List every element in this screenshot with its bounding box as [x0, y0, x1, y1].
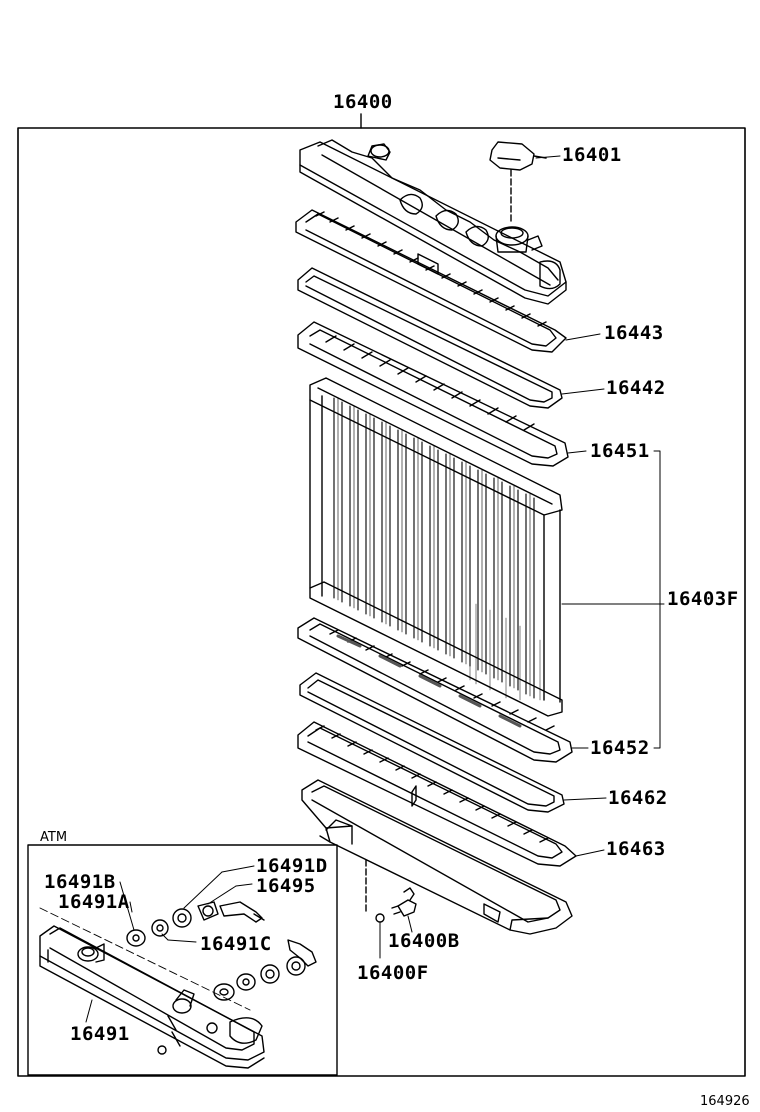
- illustration-number: 164926: [700, 1094, 750, 1109]
- upper-packing-16442: [297, 267, 563, 409]
- atm-inset: [27, 844, 338, 1076]
- upper-seal-16443: [295, 209, 567, 353]
- atm-inset-frame: [27, 844, 338, 1076]
- callout-16400F: 16400F: [357, 962, 429, 984]
- lower-packing-16462: [299, 672, 565, 813]
- callout-16442: 16442: [606, 377, 666, 399]
- callout-16401: 16401: [562, 144, 622, 166]
- assembly-frame: [17, 127, 746, 1077]
- lower-plate-16452: [297, 617, 573, 763]
- leader-lines: [535, 155, 665, 857]
- drain-plug-16400F: [365, 859, 385, 959]
- callout-16495: 16495: [256, 875, 316, 897]
- callout-16452: 16452: [590, 737, 650, 759]
- callout-16443: 16443: [604, 322, 664, 344]
- lower-tank-16463: [301, 779, 573, 935]
- callout-16491A: 16491A: [58, 891, 130, 913]
- atm-fittings-lower: [213, 939, 317, 1001]
- drain-cock-16400B: [391, 887, 417, 933]
- upper-plate-16451: [297, 321, 569, 467]
- callout-16491C: 16491C: [200, 933, 272, 955]
- callout-16491: 16491: [70, 1023, 130, 1045]
- assembly-number-label: 16400: [333, 91, 393, 113]
- atm-fittings-upper: [126, 901, 265, 947]
- callout-16451: 16451: [590, 440, 650, 462]
- callout-16400B: 16400B: [388, 930, 460, 952]
- callout-16491B: 16491B: [44, 871, 116, 893]
- callout-16463: 16463: [606, 838, 666, 860]
- callout-16491D: 16491D: [256, 855, 328, 877]
- lower-seal: [297, 721, 577, 867]
- radiator-core-16403F: [309, 377, 563, 717]
- upper-tank: [299, 139, 567, 305]
- atm-inset-title: ATM: [40, 830, 68, 845]
- radiator-cap-16401: [489, 141, 547, 223]
- callout-16462: 16462: [608, 787, 668, 809]
- callout-16403F: 16403F: [667, 588, 739, 610]
